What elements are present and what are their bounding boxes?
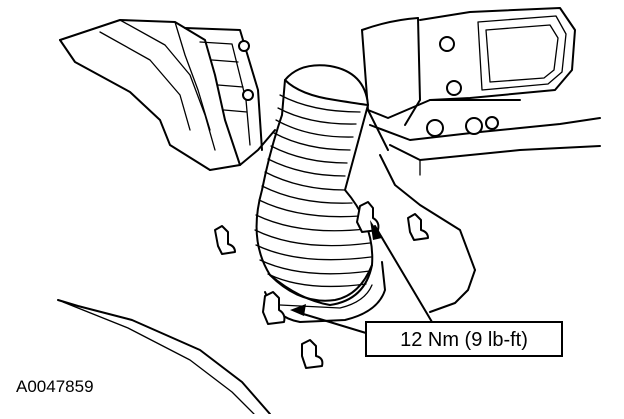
corrugated-hose-icon	[254, 64, 374, 306]
figure-id: A0047859	[16, 377, 94, 396]
left-frame-structure	[59, 19, 276, 171]
right-engine-block	[367, 7, 601, 271]
torque-label: 12 Nm (9 lb-ft)	[400, 329, 528, 351]
lower-chassis-lines	[57, 269, 476, 415]
callout-arrows	[290, 220, 433, 334]
vertical-pipe	[361, 17, 421, 151]
torque-callout: 12 Nm (9 lb-ft)	[365, 321, 563, 357]
bolt-icon	[214, 201, 429, 369]
